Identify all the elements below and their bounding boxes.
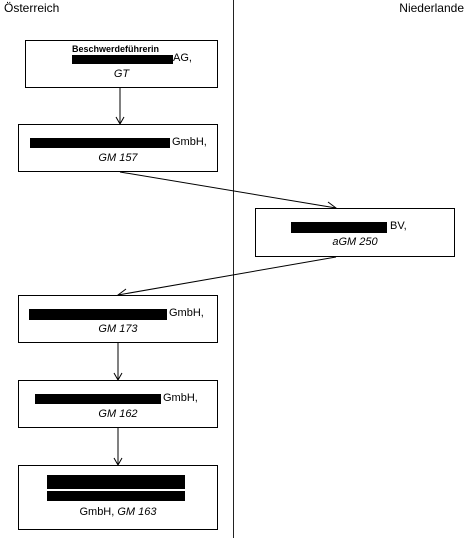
entity-code: GM 173 (98, 323, 138, 335)
entity-role-label: Beschwerdeführerin (72, 44, 160, 54)
entity-legal-code-line: GmbH, GM 163 (19, 506, 217, 519)
redaction-bar (35, 394, 161, 404)
redaction-bar (29, 309, 167, 320)
entity-code: GM 157 (98, 152, 138, 164)
country-divider (233, 0, 234, 538)
redaction-bar (47, 475, 185, 489)
column-label-austria: Österreich (4, 1, 60, 15)
redaction-bar (30, 138, 170, 148)
entity-legal-form: BV, (390, 220, 407, 232)
entity-box-agm250: BV, aGM 250 (255, 208, 455, 257)
entity-box-gm157: GmbH, GM 157 (18, 124, 218, 172)
arrow-gm157-to-agm250 (119, 171, 337, 209)
entity-box-gm163: GmbH, GM 163 (18, 465, 218, 530)
entity-code: GT (113, 68, 130, 80)
arrow-agm250-to-gm173 (117, 256, 337, 296)
column-label-netherlands: Niederlande (399, 1, 464, 15)
entity-code: aGM 250 (332, 236, 378, 248)
entity-box-gm162: GmbH, GM 162 (18, 380, 218, 428)
entity-legal-form: GmbH, (79, 506, 115, 518)
entity-legal-form: GmbH, (172, 136, 207, 148)
entity-legal-form: AG, (173, 52, 192, 64)
entity-code: GM 162 (98, 408, 138, 420)
entity-box-gm173: GmbH, GM 173 (18, 295, 218, 343)
entity-box-gt: Beschwerdeführerin AG, GT (25, 40, 218, 88)
redaction-bar (291, 222, 387, 233)
entity-code: GM 163 (117, 506, 157, 518)
redaction-bar (72, 55, 173, 64)
redaction-bar (47, 491, 185, 501)
entity-legal-form: GmbH, (169, 307, 204, 319)
entity-legal-form: GmbH, (163, 392, 198, 404)
